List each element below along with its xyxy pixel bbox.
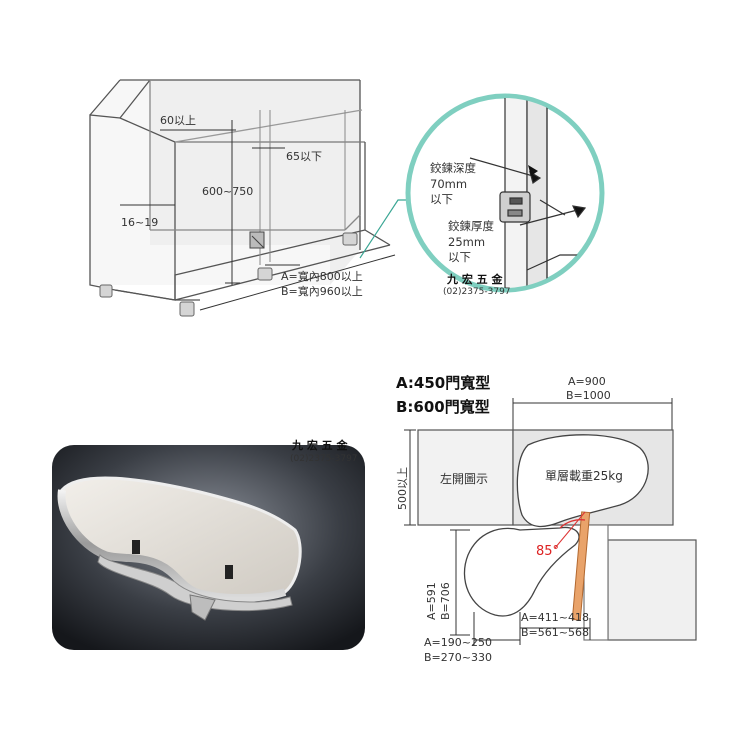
cabinet-foot [99, 284, 113, 298]
dim-top-label: 60以上 [160, 114, 196, 127]
left-vertical-dim: 500以上 [396, 467, 409, 510]
dim-height-label: 600~750 [202, 185, 253, 198]
cabinet-foot [342, 232, 358, 246]
photo-watermark-phone: (02)2375-3797 [290, 454, 358, 464]
tray-chrome-rail [57, 489, 287, 602]
bottom-dim-b: B=270~330 [424, 651, 492, 664]
detail-leader-line [359, 199, 410, 259]
bottom-dim-a: A=190~250 [424, 636, 492, 649]
type-b-title: B:600門寬型 [396, 398, 490, 416]
left-cabinet-box [417, 429, 514, 526]
shelf-load-label: 單層載重25kg [545, 469, 623, 483]
thickness-label: 鉸鍊厚度 [448, 219, 494, 233]
photo-watermark-brand: 九 宏 五 金 [291, 438, 348, 452]
thickness-suffix: 以下 [448, 250, 471, 264]
tray-clip [225, 565, 233, 579]
tray-mount-bracket [189, 594, 216, 621]
upper-shelf-outline [516, 434, 649, 528]
dim-right-label: 65以下 [286, 150, 322, 163]
cabinet-drawing: 60以上 65以下 600~750 16~19 A=寬內800以上 B=寬內96… [89, 79, 410, 317]
depth-label: 鉸鍊深度 [430, 161, 476, 175]
door-angle-label: 85° [536, 544, 559, 559]
dim-side-label: 16~19 [121, 216, 158, 229]
lower-shelf-outline [463, 526, 580, 617]
inner-dim-b: B=561~568 [521, 626, 589, 639]
width-b-label: B=寬內960以上 [281, 284, 363, 298]
angle-arc [559, 519, 586, 529]
cabinet-foot [257, 267, 273, 281]
watermark-phone: (02)2375-3797 [443, 287, 511, 297]
hinge-detail: 鉸鍊深度 70mm 以下 鉸鍊厚度 25mm 以下 九 宏 五 金 (02)23… [405, 93, 605, 297]
top-dim-b: B=1000 [566, 389, 611, 402]
plan-view: A:450門寬型 B:600門寬型 A=900 B=1000 左開圖示 單層載重… [396, 374, 697, 664]
tray-clip [132, 540, 140, 554]
top-dim-a: A=900 [568, 375, 606, 388]
door-panel [571, 511, 591, 621]
type-a-title: A:450門寬型 [396, 374, 490, 392]
right-cabinet-box [607, 539, 697, 641]
cabinet-foot [179, 301, 195, 317]
thickness-value: 25mm [448, 235, 485, 249]
depth-suffix: 以下 [430, 192, 453, 206]
watermark-brand: 九 宏 五 金 [446, 272, 503, 286]
depth-dim-b: B=706 [439, 582, 452, 620]
depth-dim-a: A=591 [425, 582, 438, 620]
product-photo: 九 宏 五 金 (02)2375-3797 [52, 438, 365, 650]
inner-dim-a: A=411~418 [521, 611, 589, 624]
width-a-label: A=寬內800以上 [281, 269, 363, 283]
depth-value: 70mm [430, 177, 467, 191]
left-box-label: 左開圖示 [440, 471, 488, 486]
